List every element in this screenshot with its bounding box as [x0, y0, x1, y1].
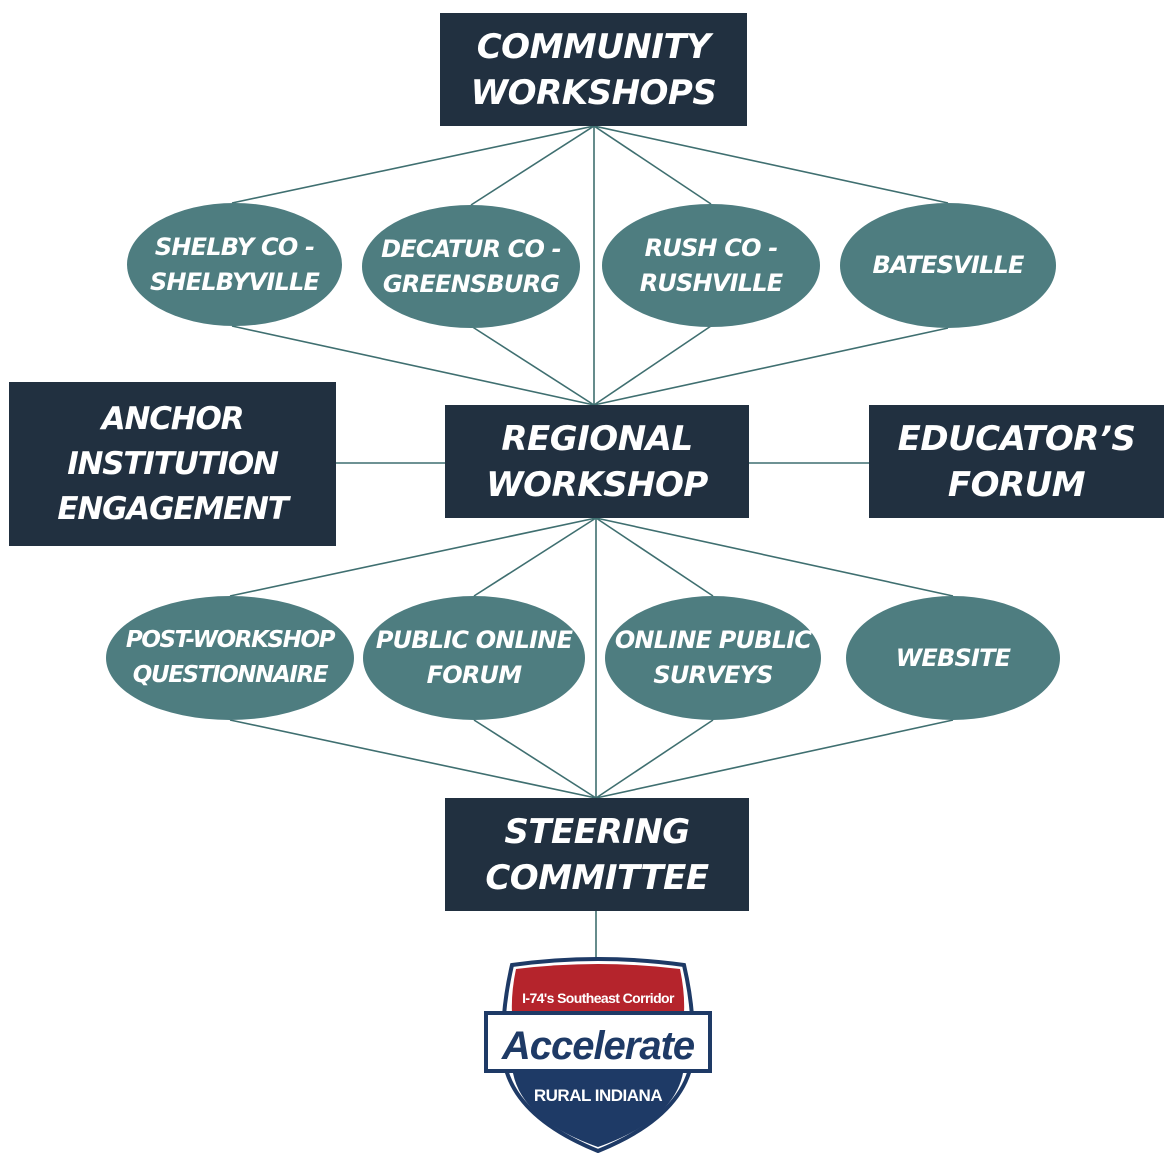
oval-batesville: BATESVILLE: [840, 203, 1056, 328]
connector-line: [229, 719, 597, 799]
oval-public-online-forum: PUBLIC ONLINE FORUM: [363, 596, 585, 720]
oval-website: WEBSITE: [846, 596, 1060, 720]
anchor-institution-box: ANCHOR INSTITUTION ENGAGEMENT: [9, 382, 336, 546]
connector-line: [231, 125, 595, 204]
connector-line: [593, 125, 712, 205]
oval-label-line: PUBLIC ONLINE: [375, 626, 573, 654]
box-label-line: COMMUNITY: [476, 26, 711, 67]
oval-label-line: RUSH CO -: [644, 233, 779, 262]
steering-committee-box: STEERING COMMITTEE: [445, 798, 749, 911]
logo-top-text: I-74's Southeast Corridor: [522, 990, 675, 1006]
box-label-line: ANCHOR: [101, 400, 245, 437]
box-label-line: REGIONAL: [501, 418, 693, 459]
regional-workshop-box: REGIONAL WORKSHOP: [445, 405, 749, 518]
box-label-line: WORKSHOP: [486, 464, 708, 505]
logo-bottom-text: RURAL INDIANA: [534, 1086, 662, 1105]
oval-label-line: FORUM: [426, 661, 522, 689]
connector-line: [595, 719, 954, 799]
oval-label-line: SURVEYS: [653, 661, 773, 689]
oval-decatur-greensburg: DECATUR CO - GREENSBURG: [362, 205, 580, 328]
box-label-line: FORUM: [947, 464, 1086, 505]
connector-line: [231, 325, 595, 406]
accelerate-rural-indiana-logo: I-74's Southeast Corridor Accelerate RUR…: [484, 957, 712, 1153]
box-label-line: STEERING: [504, 811, 690, 852]
shield-bottom: [512, 1067, 684, 1147]
connector-line: [229, 517, 597, 597]
oval-label-line: GREENSBURG: [382, 269, 560, 298]
oval-post-workshop-questionnaire: POST-WORKSHOP QUESTIONNAIRE: [106, 596, 354, 720]
box-label-line: ENGAGEMENT: [57, 490, 288, 527]
oval-label-line: WEBSITE: [895, 643, 1011, 672]
connector-line: [593, 327, 949, 406]
connector-line: [595, 517, 714, 597]
connector-line: [470, 325, 595, 406]
connector-line: [595, 517, 954, 597]
box-label-line: EDUCATOR’S: [897, 418, 1136, 459]
box-label-line: INSTITUTION: [67, 445, 279, 482]
box-label-line: COMMITTEE: [485, 857, 709, 898]
connector-line: [473, 517, 597, 597]
oval-label-line: ONLINE PUBLIC: [614, 626, 812, 654]
box-label-line: WORKSHOPS: [470, 72, 717, 113]
oval-rush-rushville: RUSH CO - RUSHVILLE: [602, 204, 820, 327]
connector-line: [473, 719, 597, 799]
connector-line: [595, 719, 714, 799]
oval-online-public-surveys: ONLINE PUBLIC SURVEYS: [605, 596, 821, 720]
oval-label-line: RUSHVILLE: [639, 268, 783, 297]
oval-label-line: DECATUR CO -: [381, 234, 561, 263]
oval-label-line: POST-WORKSHOP: [125, 627, 336, 653]
community-workshops-box: COMMUNITY WORKSHOPS: [440, 13, 747, 126]
oval-label-line: QUESTIONNAIRE: [132, 662, 329, 688]
shield-top-band: [511, 964, 685, 1013]
educators-forum-box: EDUCATOR’S FORUM: [869, 405, 1164, 518]
oval-label-line: BATESVILLE: [872, 251, 1024, 279]
oval-label-line: SHELBY CO -: [154, 232, 315, 261]
connector-line: [593, 125, 949, 204]
logo-center-banner: [484, 1011, 712, 1073]
oval-label-line: SHELBYVILLE: [149, 267, 320, 296]
oval-shelby-shelbyville: SHELBY CO - SHELBYVILLE: [127, 203, 342, 326]
connector-line: [593, 325, 712, 406]
connector-line: [470, 125, 595, 206]
logo-main-text: Accelerate: [501, 1024, 695, 1068]
